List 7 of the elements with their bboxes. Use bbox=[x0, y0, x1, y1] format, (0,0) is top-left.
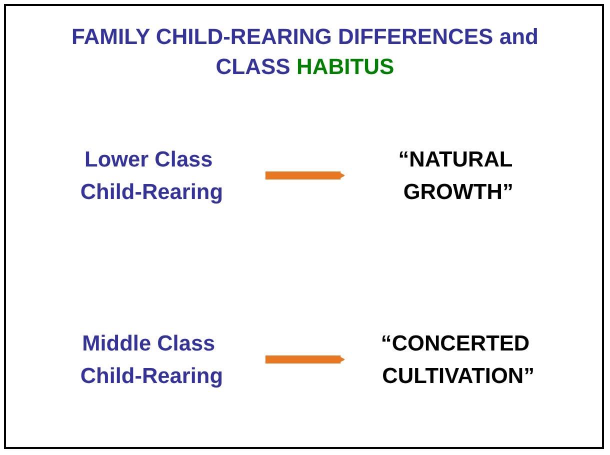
arrow bbox=[265, 355, 345, 364]
node-text: Lower Class Child-Rearing bbox=[80, 146, 224, 204]
node-text: Middle Class Child-Rearing bbox=[80, 330, 224, 388]
node-text: “CONCERTED CULTIVATION” bbox=[380, 330, 534, 388]
node-text: “NATURAL GROWTH” bbox=[398, 146, 514, 204]
arrow bbox=[265, 171, 345, 180]
title: FAMILY CHILD-REARING DIFFERENCES and CLASS HABITUS bbox=[70, 23, 540, 81]
